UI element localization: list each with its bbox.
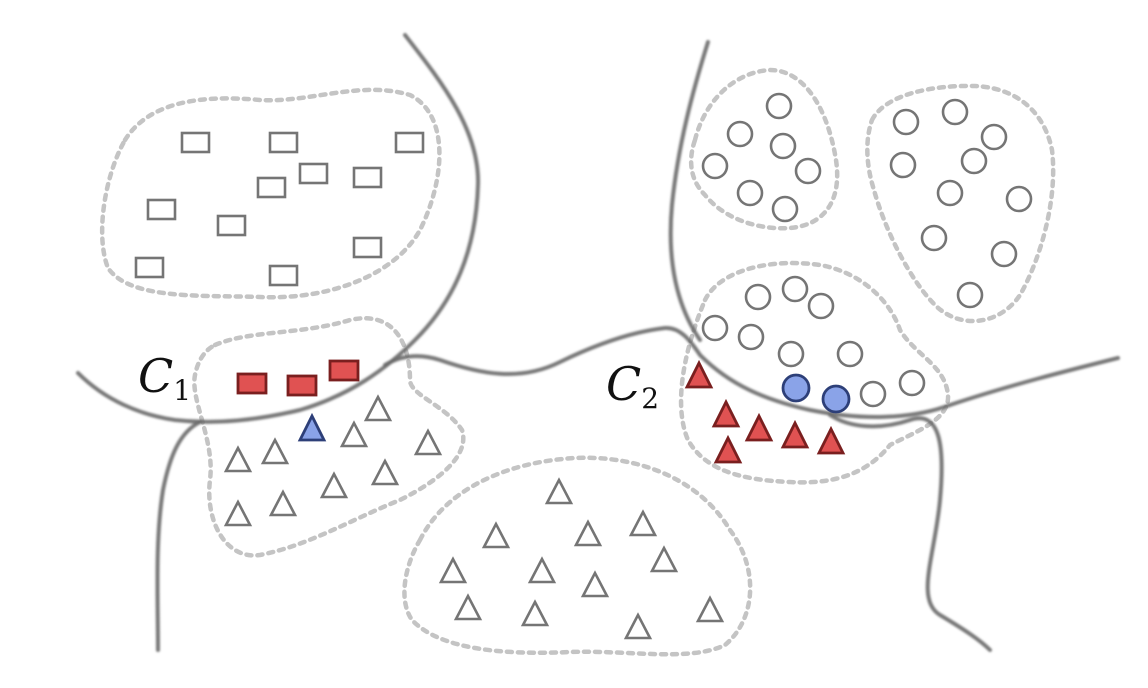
grey-triangles-left bbox=[223, 394, 443, 527]
circle-marker bbox=[701, 314, 729, 342]
triangle-marker bbox=[453, 593, 483, 621]
grey-circles-right bbox=[889, 98, 1033, 309]
triangle-marker bbox=[260, 437, 290, 465]
circle-marker bbox=[726, 120, 754, 148]
circle-marker bbox=[936, 179, 964, 207]
grey-triangles-bottom bbox=[438, 477, 725, 640]
circle-marker bbox=[737, 323, 765, 351]
cluster-label-c1: C1 bbox=[138, 349, 191, 407]
boundary-lower-left bbox=[155, 420, 202, 652]
circle-marker bbox=[769, 132, 797, 160]
circle-marker bbox=[794, 157, 822, 185]
blue-circles bbox=[781, 373, 851, 414]
red-triangle-marker bbox=[780, 419, 810, 449]
triangle-marker bbox=[223, 445, 253, 473]
triangle-marker bbox=[573, 519, 603, 547]
triangle-marker bbox=[623, 612, 653, 640]
circle-marker bbox=[956, 281, 984, 309]
triangle-marker bbox=[339, 420, 369, 448]
red-triangle-marker bbox=[684, 359, 714, 389]
red-triangle-marker bbox=[713, 434, 743, 464]
square-marker bbox=[134, 256, 165, 279]
square-marker bbox=[298, 162, 329, 185]
circle-marker bbox=[941, 98, 969, 126]
circle-marker bbox=[701, 152, 729, 180]
circle-marker bbox=[980, 123, 1008, 151]
square-marker bbox=[216, 214, 247, 237]
red-square-marker bbox=[286, 374, 318, 397]
triangle-marker bbox=[527, 556, 557, 584]
circle-marker bbox=[920, 224, 948, 252]
circle-marker bbox=[836, 340, 864, 368]
circle-marker bbox=[781, 275, 809, 303]
cluster-label-c2: C2 bbox=[606, 357, 659, 415]
square-marker bbox=[146, 198, 177, 221]
square-marker bbox=[268, 264, 299, 287]
region-squares bbox=[99, 87, 442, 300]
boundary-lower-right bbox=[828, 413, 992, 652]
square-marker bbox=[352, 166, 383, 189]
triangle-marker bbox=[649, 545, 679, 573]
circle-marker bbox=[1005, 185, 1033, 213]
region-triangles-left bbox=[192, 316, 466, 558]
circle-marker bbox=[744, 283, 772, 311]
circle-marker bbox=[990, 240, 1018, 268]
square-marker bbox=[352, 236, 383, 259]
red-triangle-marker bbox=[816, 425, 846, 455]
circle-marker bbox=[771, 195, 799, 223]
triangle-marker bbox=[580, 570, 610, 598]
triangle-marker bbox=[268, 489, 298, 517]
region-circles-mixed bbox=[678, 260, 951, 485]
triangle-marker bbox=[628, 509, 658, 537]
region-circles-right bbox=[865, 83, 1056, 324]
triangle-marker bbox=[481, 521, 511, 549]
decision-boundaries bbox=[76, 33, 1120, 652]
grey-squares bbox=[134, 131, 425, 287]
boundary-top-right bbox=[668, 40, 710, 342]
blue-circle-marker bbox=[781, 373, 811, 403]
circle-marker bbox=[807, 292, 835, 320]
cluster-regions bbox=[99, 67, 1056, 657]
triangle-marker bbox=[695, 595, 725, 623]
circle-marker bbox=[736, 179, 764, 207]
square-marker bbox=[394, 131, 425, 154]
blue-triangle-marker bbox=[297, 412, 327, 442]
triangle-marker bbox=[544, 477, 574, 505]
square-marker bbox=[180, 131, 211, 154]
circle-marker bbox=[898, 369, 926, 397]
region-circles-top bbox=[688, 67, 840, 231]
grey-circles-mixed bbox=[701, 275, 926, 408]
triangle-marker bbox=[319, 471, 349, 499]
square-marker bbox=[256, 176, 287, 199]
triangle-marker bbox=[520, 599, 550, 627]
red-triangle-marker bbox=[744, 412, 774, 442]
region-triangles-bottom bbox=[402, 455, 753, 657]
red-squares bbox=[236, 359, 360, 397]
circle-marker bbox=[889, 151, 917, 179]
red-square-marker bbox=[236, 372, 268, 395]
triangle-marker bbox=[223, 499, 253, 527]
triangle-marker bbox=[413, 428, 443, 456]
red-square-marker bbox=[328, 359, 360, 382]
blue-circle-marker bbox=[821, 384, 851, 414]
triangle-marker bbox=[438, 556, 468, 584]
triangle-marker bbox=[370, 458, 400, 486]
triangle-marker bbox=[363, 394, 393, 422]
circle-marker bbox=[765, 92, 793, 120]
circle-marker bbox=[777, 340, 805, 368]
grey-circles-top bbox=[701, 92, 822, 223]
red-triangle-marker bbox=[711, 398, 741, 428]
boundary-middle bbox=[383, 325, 1120, 419]
circle-marker bbox=[892, 108, 920, 136]
circle-marker bbox=[859, 380, 887, 408]
red-triangles bbox=[684, 359, 846, 464]
circle-marker bbox=[960, 147, 988, 175]
square-marker bbox=[268, 131, 299, 154]
